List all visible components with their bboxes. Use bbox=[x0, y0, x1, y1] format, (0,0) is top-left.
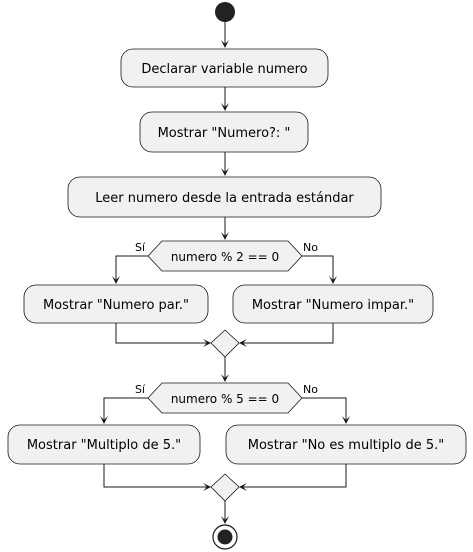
flow-edge bbox=[103, 397, 148, 420]
activity-multiple-label: Mostrar "Multiplo de 5." bbox=[27, 438, 181, 453]
activity-odd: Mostrar "Numero impar." bbox=[232, 284, 434, 324]
merge-node bbox=[210, 329, 240, 358]
activity-declare: Declarar variable numero bbox=[120, 48, 329, 88]
decision-even: numero % 2 == 0 bbox=[147, 240, 303, 272]
activity-not-multiple-label: Mostrar "No es multiplo de 5." bbox=[248, 438, 444, 453]
arrow-head bbox=[221, 374, 229, 382]
activity-even-label: Mostrar "Numero par." bbox=[43, 298, 189, 313]
activity-prompt-label: Mostrar "Numero?: " bbox=[158, 126, 291, 141]
decision-multiple-yes-label: Sí bbox=[135, 383, 146, 396]
flow-edge bbox=[115, 255, 148, 280]
activity-read: Leer numero desde la entrada estándar bbox=[67, 176, 382, 218]
arrow-head bbox=[221, 40, 229, 48]
arrow-head bbox=[221, 103, 229, 111]
flow-edge bbox=[302, 397, 347, 420]
arrow-head bbox=[239, 483, 247, 491]
arrow-head bbox=[221, 168, 229, 176]
activity-multiple: Mostrar "Multiplo de 5." bbox=[7, 424, 201, 465]
merge-node bbox=[210, 473, 240, 502]
arrow-head bbox=[203, 339, 211, 347]
decision-multiple: numero % 5 == 0 bbox=[147, 382, 303, 414]
flow-edge bbox=[302, 255, 334, 280]
flow-edge bbox=[115, 323, 207, 344]
decision-even-yes-label: Sí bbox=[135, 241, 146, 254]
flow-edge bbox=[243, 464, 347, 488]
start-node bbox=[215, 2, 235, 22]
activity-read-label: Leer numero desde la entrada estándar bbox=[95, 191, 354, 206]
arrow-head bbox=[100, 416, 108, 424]
activity-not-multiple: Mostrar "No es multiplo de 5." bbox=[225, 424, 467, 465]
arrow-head bbox=[329, 276, 337, 284]
decision-even-condition: numero % 2 == 0 bbox=[171, 250, 279, 264]
decision-multiple-condition: numero % 5 == 0 bbox=[171, 392, 279, 406]
arrow-head bbox=[221, 516, 229, 524]
decision-multiple-no-label: No bbox=[303, 383, 318, 396]
activity-declare-label: Declarar variable numero bbox=[141, 62, 307, 77]
arrow-head bbox=[239, 339, 247, 347]
arrow-head bbox=[342, 416, 350, 424]
end-node bbox=[212, 524, 238, 550]
activity-even: Mostrar "Numero par." bbox=[23, 284, 209, 324]
flow-edge bbox=[243, 323, 334, 344]
arrow-head bbox=[112, 276, 120, 284]
activity-odd-label: Mostrar "Numero impar." bbox=[252, 298, 414, 313]
decision-even-no-label: No bbox=[303, 241, 318, 254]
activity-prompt: Mostrar "Numero?: " bbox=[139, 111, 309, 153]
arrow-head bbox=[221, 232, 229, 240]
flow-edge bbox=[103, 464, 207, 488]
arrow-head bbox=[203, 483, 211, 491]
